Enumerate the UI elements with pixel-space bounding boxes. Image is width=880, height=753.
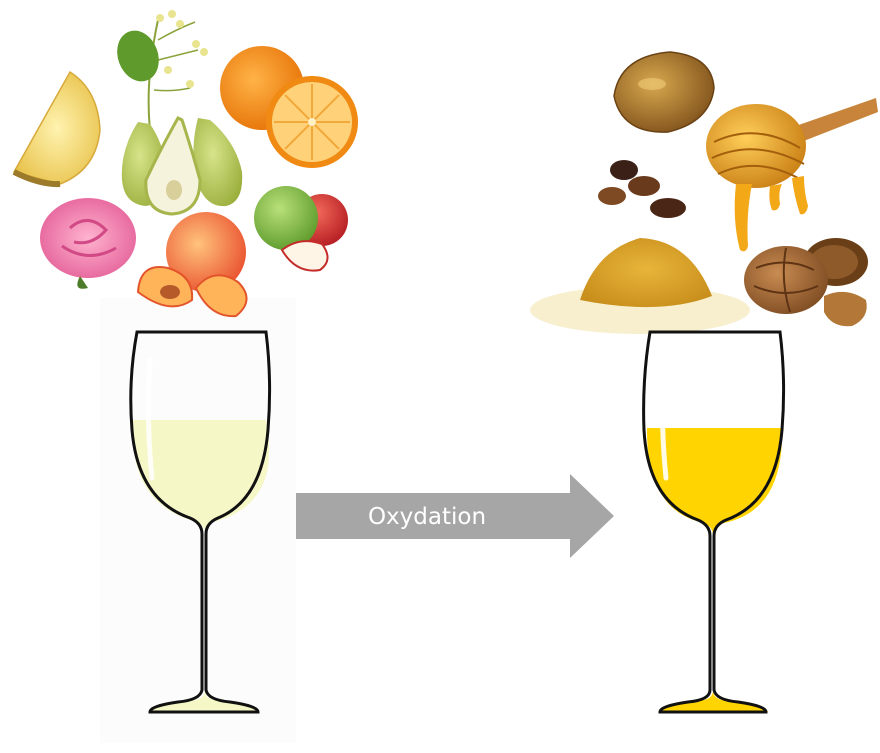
pear-icon	[122, 118, 242, 214]
oxidation-arrow	[296, 474, 614, 558]
oxidized-wine-glass	[644, 332, 784, 712]
baked-potato-icon	[614, 52, 714, 132]
orange-icon	[220, 46, 358, 168]
rose-icon	[40, 198, 136, 289]
raisins-icon	[598, 160, 686, 218]
walnut-icon	[744, 238, 868, 326]
honey-dipper-icon	[706, 98, 878, 251]
pineapple-icon	[14, 72, 100, 184]
peach-icon	[138, 212, 247, 316]
apple-icon	[254, 186, 348, 271]
linden-flower-icon	[110, 10, 208, 130]
young-wine-glass	[131, 332, 270, 712]
spice-powder-icon	[530, 238, 750, 334]
